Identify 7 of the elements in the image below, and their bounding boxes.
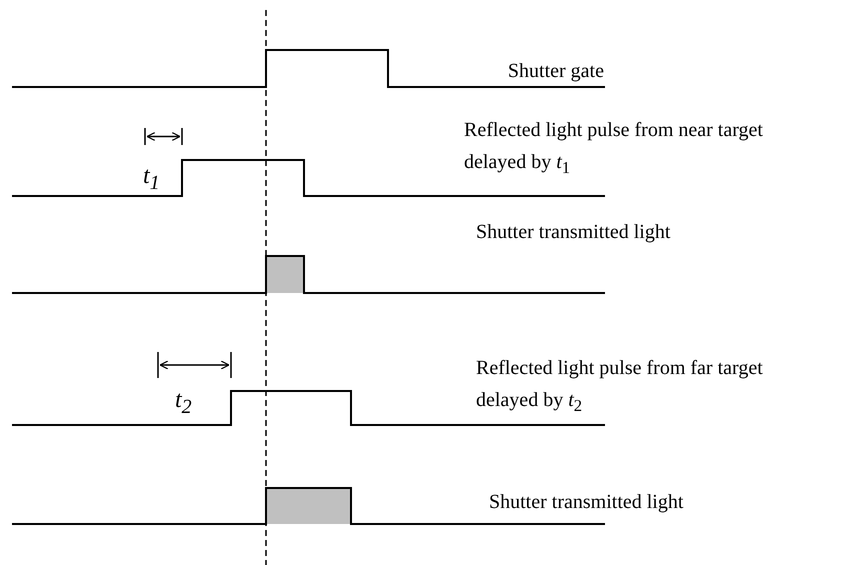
signal-label: Shutter transmitted light (489, 490, 684, 515)
signal-label: Reflected light pulse from far target delayed by t$_{2}$ (476, 356, 764, 417)
signal-label: Shutter transmitted light (476, 220, 670, 245)
time-delay-label: t$_{1}$ (143, 162, 160, 196)
signal-label: Shutter gate (506, 59, 604, 84)
signal-label: Reflected light pulse from near target delayed by t$_{1}$ (464, 118, 764, 179)
time-delay-label: t$_{2}$ (175, 386, 192, 420)
